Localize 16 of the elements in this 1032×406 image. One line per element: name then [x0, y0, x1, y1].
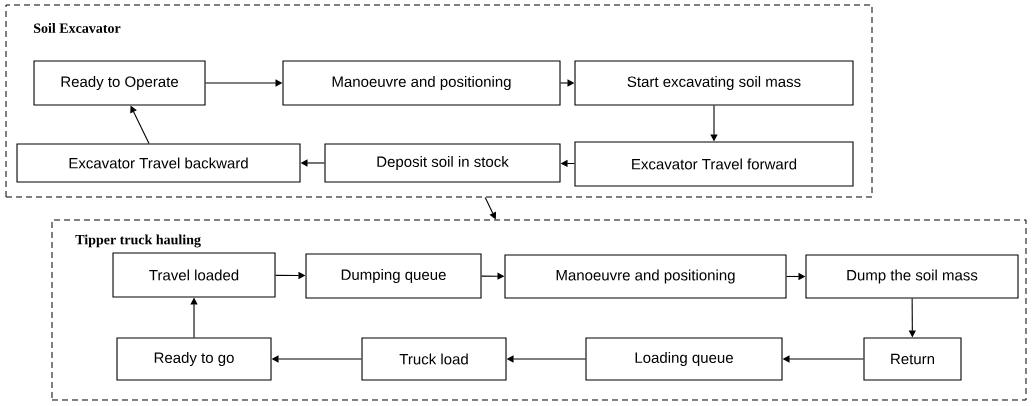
process-box: Travel loaded	[112, 252, 276, 298]
process-box: Loading queue	[585, 337, 783, 381]
process-box: Dump the soil mass	[805, 254, 1019, 299]
group-heading: Tipper truck hauling	[75, 234, 201, 248]
group-heading: Soil Excavator	[33, 23, 121, 33]
process-box: Return	[863, 337, 962, 381]
process-box: Ready to Operate	[33, 60, 206, 106]
process-box: Dumping queue	[305, 253, 482, 299]
process-box: Excavator Travel backward	[16, 143, 301, 183]
process-box: Manoeuvre and positioning	[504, 254, 787, 299]
process-box: Deposit soil in stock	[324, 143, 561, 183]
process-box: Manoeuvre and positioning	[282, 60, 561, 106]
process-box: Excavator Travel forward	[574, 141, 854, 187]
process-box: Truck load	[361, 337, 507, 381]
process-box: Ready to go	[116, 337, 272, 381]
process-box: Start excavating soil mass	[574, 60, 854, 106]
